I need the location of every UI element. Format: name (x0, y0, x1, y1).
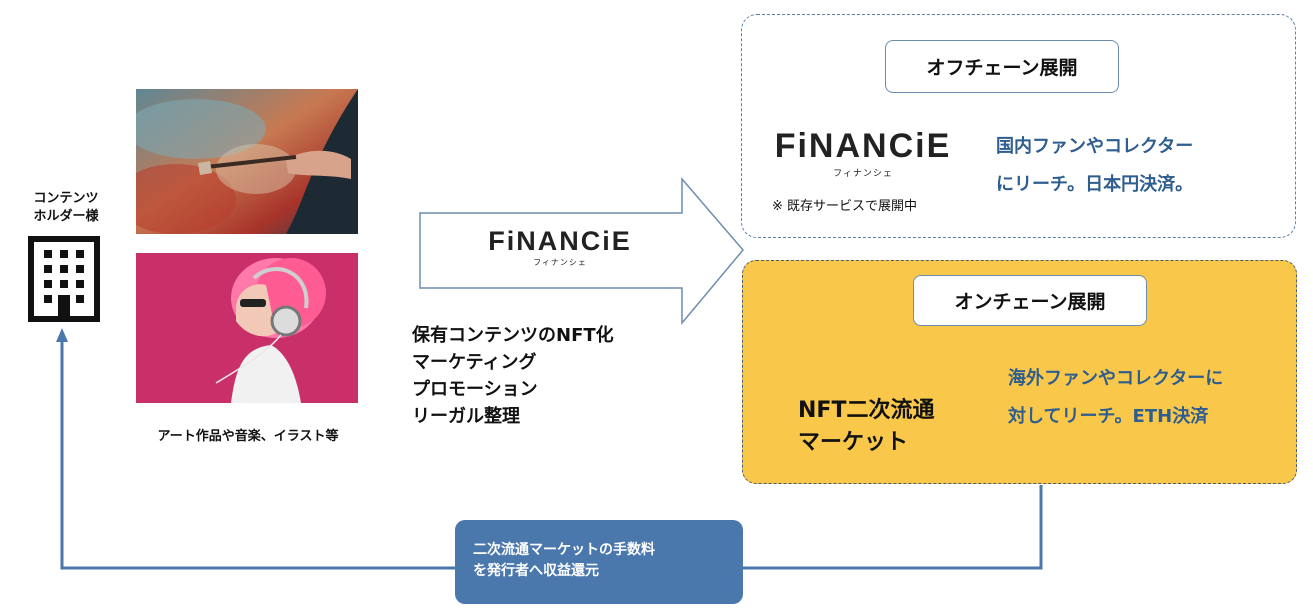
art-painting-image (136, 89, 358, 234)
content-examples-caption: アート作品や音楽、イラスト等 (157, 429, 339, 444)
offchain-desc-line1: 国内ファンやコレクター (996, 136, 1194, 157)
service-item: マーケティング (412, 352, 537, 373)
arrowhead-up-icon (56, 328, 68, 342)
content-holder-label: コンテンツ ホルダー様 (16, 190, 116, 226)
onchain-desc-line2: 対してリーチ。ETH決済 (1008, 406, 1209, 427)
nft-market-line2: マーケット (798, 430, 909, 455)
building-icon (28, 236, 100, 322)
fee-return-line1: 二次流通マーケットの手数料 (473, 542, 655, 558)
service-item: リーガル整理 (412, 406, 520, 427)
nft-market-line1: NFT二次流通 (798, 398, 935, 423)
fee-return-line2: を発行者へ収益還元 (473, 563, 599, 579)
content-holder-label-line2: ホルダー様 (33, 209, 99, 224)
onchain-heading: オンチェーン展開 (913, 275, 1147, 326)
service-item: プロモーション (412, 379, 538, 400)
onchain-description: 海外ファンやコレクターに 対してリーチ。ETH決済 (1008, 360, 1223, 436)
offchain-heading: オフチェーン展開 (885, 40, 1119, 93)
financie-logo-offchain: FiNANCiE フィナンシェ (768, 128, 958, 179)
music-listener-image (136, 253, 358, 403)
financie-wordmark: FiNANCiE (774, 127, 952, 165)
service-list: 保有コンテンツのNFT化 マーケティング プロモーション リーガル整理 (412, 322, 614, 430)
financie-kana: フィナンシェ (533, 258, 587, 267)
content-holder-label-line1: コンテンツ (33, 191, 99, 206)
offchain-note: ※ 既存サービスで展開中 (772, 199, 918, 214)
nft-secondary-market: NFT二次流通 マーケット (798, 395, 934, 459)
service-item: 保有コンテンツのNFT化 (412, 325, 614, 346)
financie-wordmark: FiNANCiE (488, 226, 632, 256)
offchain-description: 国内ファンやコレクター にリーチ。日本円決済。 (996, 128, 1193, 204)
offchain-desc-line2: にリーチ。日本円決済。 (996, 174, 1194, 195)
financie-logo: FiNANCiE フィナンシェ (470, 226, 650, 268)
onchain-desc-line1: 海外ファンやコレクターに (1008, 368, 1224, 389)
financie-kana: フィナンシェ (833, 169, 893, 179)
fee-return-box: 二次流通マーケットの手数料 を発行者へ収益還元 (455, 520, 743, 604)
flow-arrow-icon (419, 177, 744, 325)
